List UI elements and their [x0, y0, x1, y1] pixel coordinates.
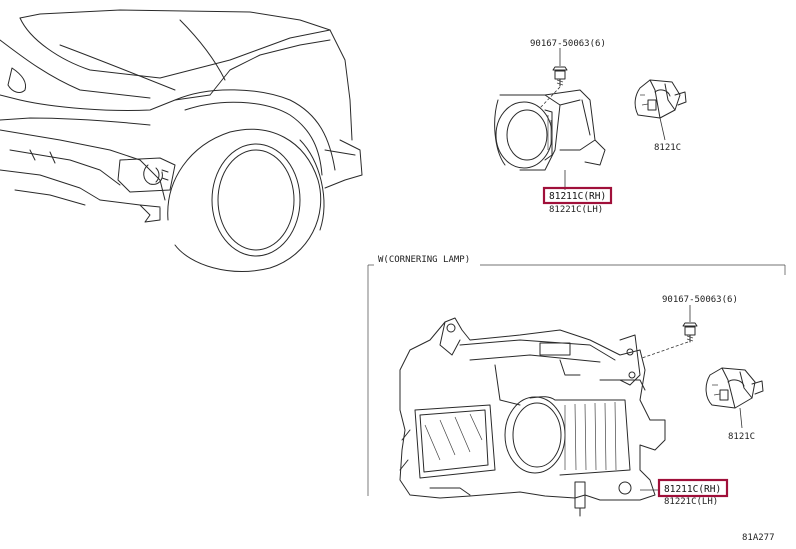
label-lh-top: 81221C(LH) [549, 205, 603, 215]
section-title: W(CORNERING LAMP) [378, 255, 470, 265]
bolt-top [552, 66, 568, 87]
bolt-bottom [682, 322, 698, 343]
label-socket-top: 8121C [654, 143, 681, 153]
socket-bulb-top [634, 79, 687, 141]
highlight-box-top [542, 186, 613, 205]
socket-bulb-bottom [705, 367, 764, 429]
section-frame [367, 264, 786, 496]
vehicle-front-illustration [0, 9, 363, 272]
label-lh-bottom: 81221C(LH) [664, 497, 718, 507]
cornering-lamp-assembly [399, 317, 666, 517]
fog-lamp-top [494, 48, 606, 171]
label-bolt-bottom: 90167-50063(6) [662, 295, 738, 305]
reference-code: 81A277 [742, 533, 775, 543]
label-rh-bottom[interactable]: 81211C(RH) [664, 484, 721, 495]
label-socket-bottom: 8121C [728, 432, 755, 442]
label-rh-top[interactable]: 81211C(RH) [549, 191, 606, 202]
label-bolt-top: 90167-50063(6) [530, 39, 606, 49]
highlight-box-bottom [657, 478, 729, 498]
